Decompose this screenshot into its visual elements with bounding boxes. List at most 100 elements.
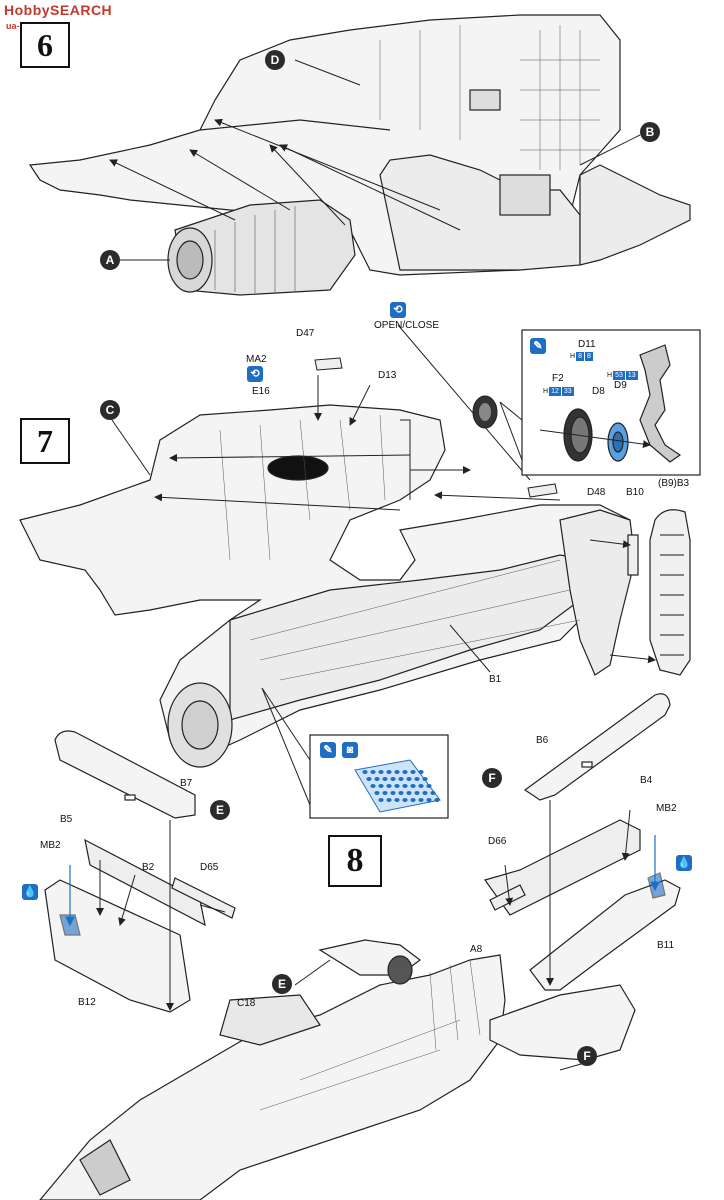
- label-d47: D47: [296, 328, 315, 339]
- photo-etch-dot: [382, 777, 388, 781]
- step7-arrows: [111, 324, 656, 673]
- photo-etch-dot: [362, 770, 368, 774]
- photo-etch-dot: [374, 777, 380, 781]
- step-number-6: 6: [20, 22, 70, 68]
- label-c18: C18: [237, 998, 256, 1009]
- photo-etch-dot: [402, 770, 408, 774]
- drop-icon: 💧: [676, 855, 692, 871]
- step6-fuselage: [28, 14, 691, 276]
- photo-etch-dot: [382, 791, 388, 795]
- label-d66: D66: [488, 836, 507, 847]
- photo-etch-dot: [402, 798, 408, 802]
- photo-etch-dot: [398, 777, 404, 781]
- photo-etch-dot: [386, 784, 392, 788]
- photo-etch-dot: [386, 798, 392, 802]
- label-d9: D9: [614, 380, 627, 391]
- label-b1: B1: [489, 674, 502, 685]
- step6-engine: [167, 199, 356, 296]
- label-b2: B2: [142, 862, 155, 873]
- photo-etch-dot: [426, 784, 432, 788]
- photo-etch-dot: [402, 784, 408, 788]
- photo-etch-dot: [386, 770, 392, 774]
- step8-left-wing: [44, 730, 236, 1013]
- label-mb2-right: MB2: [656, 803, 677, 814]
- glue-icon: ◙: [342, 742, 358, 758]
- label-mb2-left: MB2: [40, 840, 61, 851]
- photo-etch-dot: [390, 777, 396, 781]
- label-open-close: OPEN/CLOSE: [374, 320, 440, 331]
- watermark-text-1: HobbySEARCH: [4, 2, 113, 18]
- photo-etch-dot: [434, 798, 440, 802]
- callout-f-step8-bottom: F: [577, 1046, 597, 1066]
- photo-etch-dot: [414, 777, 420, 781]
- photo-etch-dot: [422, 791, 428, 795]
- step8-left-arrows: [96, 820, 226, 1011]
- photo-etch-dot: [410, 798, 416, 802]
- photo-etch-dot: [410, 770, 416, 774]
- watermark: HobbySEARCH: [4, 2, 112, 18]
- step7-rudder: [627, 509, 691, 676]
- label-b10: B10: [626, 487, 644, 498]
- label-b9b3: (B9)B3: [658, 478, 690, 489]
- label-b12: B12: [78, 997, 96, 1008]
- label-d11: D11: [578, 339, 596, 350]
- callout-c: C: [100, 400, 120, 420]
- callout-e-step8-top: E: [210, 800, 230, 820]
- photo-etch-dot: [394, 798, 400, 802]
- step7-fuselage: [19, 404, 636, 768]
- callout-a: A: [100, 250, 120, 270]
- label-ma2: MA2: [246, 354, 267, 365]
- photo-etch-dot: [370, 784, 376, 788]
- step8-right-wing: [484, 693, 681, 991]
- callout-b: B: [640, 122, 660, 142]
- label-b7: B7: [180, 778, 193, 789]
- label-b6: B6: [536, 735, 549, 746]
- photo-etch-dot: [390, 791, 396, 795]
- photo-etch-dot: [378, 770, 384, 774]
- photo-etch-dot: [374, 791, 380, 795]
- photo-etch-dot: [418, 798, 424, 802]
- label-d13: D13: [378, 370, 397, 381]
- photo-etch-dot: [418, 770, 424, 774]
- open-close-icon: ⟲: [390, 302, 406, 318]
- step8-right-arrows: [504, 800, 631, 986]
- step8-fuselage: [39, 939, 636, 1200]
- photo-etch-dot: [426, 798, 432, 802]
- brush-icon: ✎: [530, 338, 546, 354]
- label-a8: A8: [470, 944, 483, 955]
- photo-etch-dot: [430, 791, 436, 795]
- photo-etch-dot: [414, 791, 420, 795]
- drop-icon: 💧: [22, 884, 38, 900]
- photo-etch-dot: [394, 770, 400, 774]
- step-number-8: 8: [328, 835, 382, 887]
- photo-etch-dot: [378, 784, 384, 788]
- label-d65: D65: [200, 862, 219, 873]
- photo-etch-dots: [362, 770, 440, 802]
- photo-etch-dot: [378, 798, 384, 802]
- label-f2: F2: [552, 373, 564, 384]
- photo-etch-dot: [422, 777, 428, 781]
- label-d8: D8: [592, 386, 605, 397]
- step7-small-parts: [314, 357, 558, 498]
- callout-e-step8-bottom: E: [272, 974, 292, 994]
- wheel-inset: [472, 329, 701, 476]
- callout-d: D: [265, 50, 285, 70]
- photo-etch-dot: [418, 784, 424, 788]
- option-icon: ⟲: [247, 366, 263, 382]
- photo-etch-dot: [366, 777, 372, 781]
- photo-etch-inset: [261, 687, 449, 819]
- step8-panel-lines: [259, 959, 481, 1111]
- label-b5: B5: [60, 814, 73, 825]
- photo-etch-dot: [406, 791, 412, 795]
- photo-etch-dot: [398, 791, 404, 795]
- photo-etch-dot: [370, 770, 376, 774]
- photo-etch-dot: [406, 777, 412, 781]
- label-d48: D48: [587, 487, 606, 498]
- step-number-7: 7: [20, 418, 70, 464]
- label-b11: B11: [657, 940, 675, 951]
